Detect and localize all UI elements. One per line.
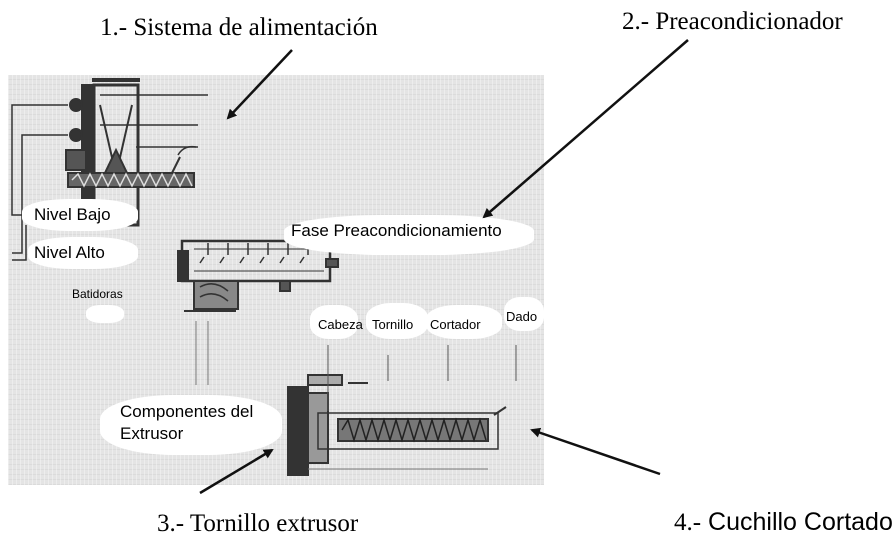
title-preconditioner: 2.- Preacondicionador <box>622 8 843 35</box>
label-die: Dado <box>506 309 538 324</box>
label-head: Cabeza <box>318 317 363 332</box>
preconditioner-unit <box>177 239 339 385</box>
label-extruder-components: Componentes del Extrusor <box>120 401 253 445</box>
label-extruder-components-line2: Extrusor <box>120 424 184 443</box>
label-beaters: Batidoras <box>72 287 123 301</box>
title-cutting-knife-number: 4.- <box>674 509 702 536</box>
label-low-level: Nivel Bajo <box>34 205 111 224</box>
highlight-blob <box>28 237 138 269</box>
label-extruder-components-line1: Componentes del <box>120 402 254 421</box>
label-preconditioning-phase: Fase Preacondicionamiento <box>291 221 502 240</box>
feed-hopper <box>65 78 208 227</box>
highlight-blob <box>310 305 358 339</box>
label-high-level: Nivel Alto <box>34 243 105 262</box>
highlight-blob <box>366 303 428 339</box>
extruder-diagram: Nivel Bajo Nivel Alto Fase Preacondicion… <box>8 75 544 485</box>
label-cutter: Cortador <box>430 317 481 332</box>
label-screw: Tornillo <box>372 317 414 332</box>
highlight-blob <box>426 305 502 339</box>
title-cutting-knife-text: Cuchillo Cortador <box>708 508 894 536</box>
highlight-blob <box>22 199 138 231</box>
highlight-blob <box>504 297 544 331</box>
highlight-blob <box>284 215 534 255</box>
arrow-cutting-knife <box>530 427 661 476</box>
title-feed-system: 1.- Sistema de alimentación <box>100 14 378 41</box>
highlight-blob <box>100 395 282 455</box>
level-sensor-lines <box>11 104 68 261</box>
highlight-blob <box>86 305 124 323</box>
extruder-barrel <box>287 345 517 476</box>
feed-conveyor <box>67 145 197 188</box>
title-extruder-screw: 3.- Tornillo extrusor <box>157 510 359 537</box>
title-cutting-knife: 4.- Cuchillo Cortador <box>674 508 894 537</box>
extruder-schematic <box>11 78 517 476</box>
